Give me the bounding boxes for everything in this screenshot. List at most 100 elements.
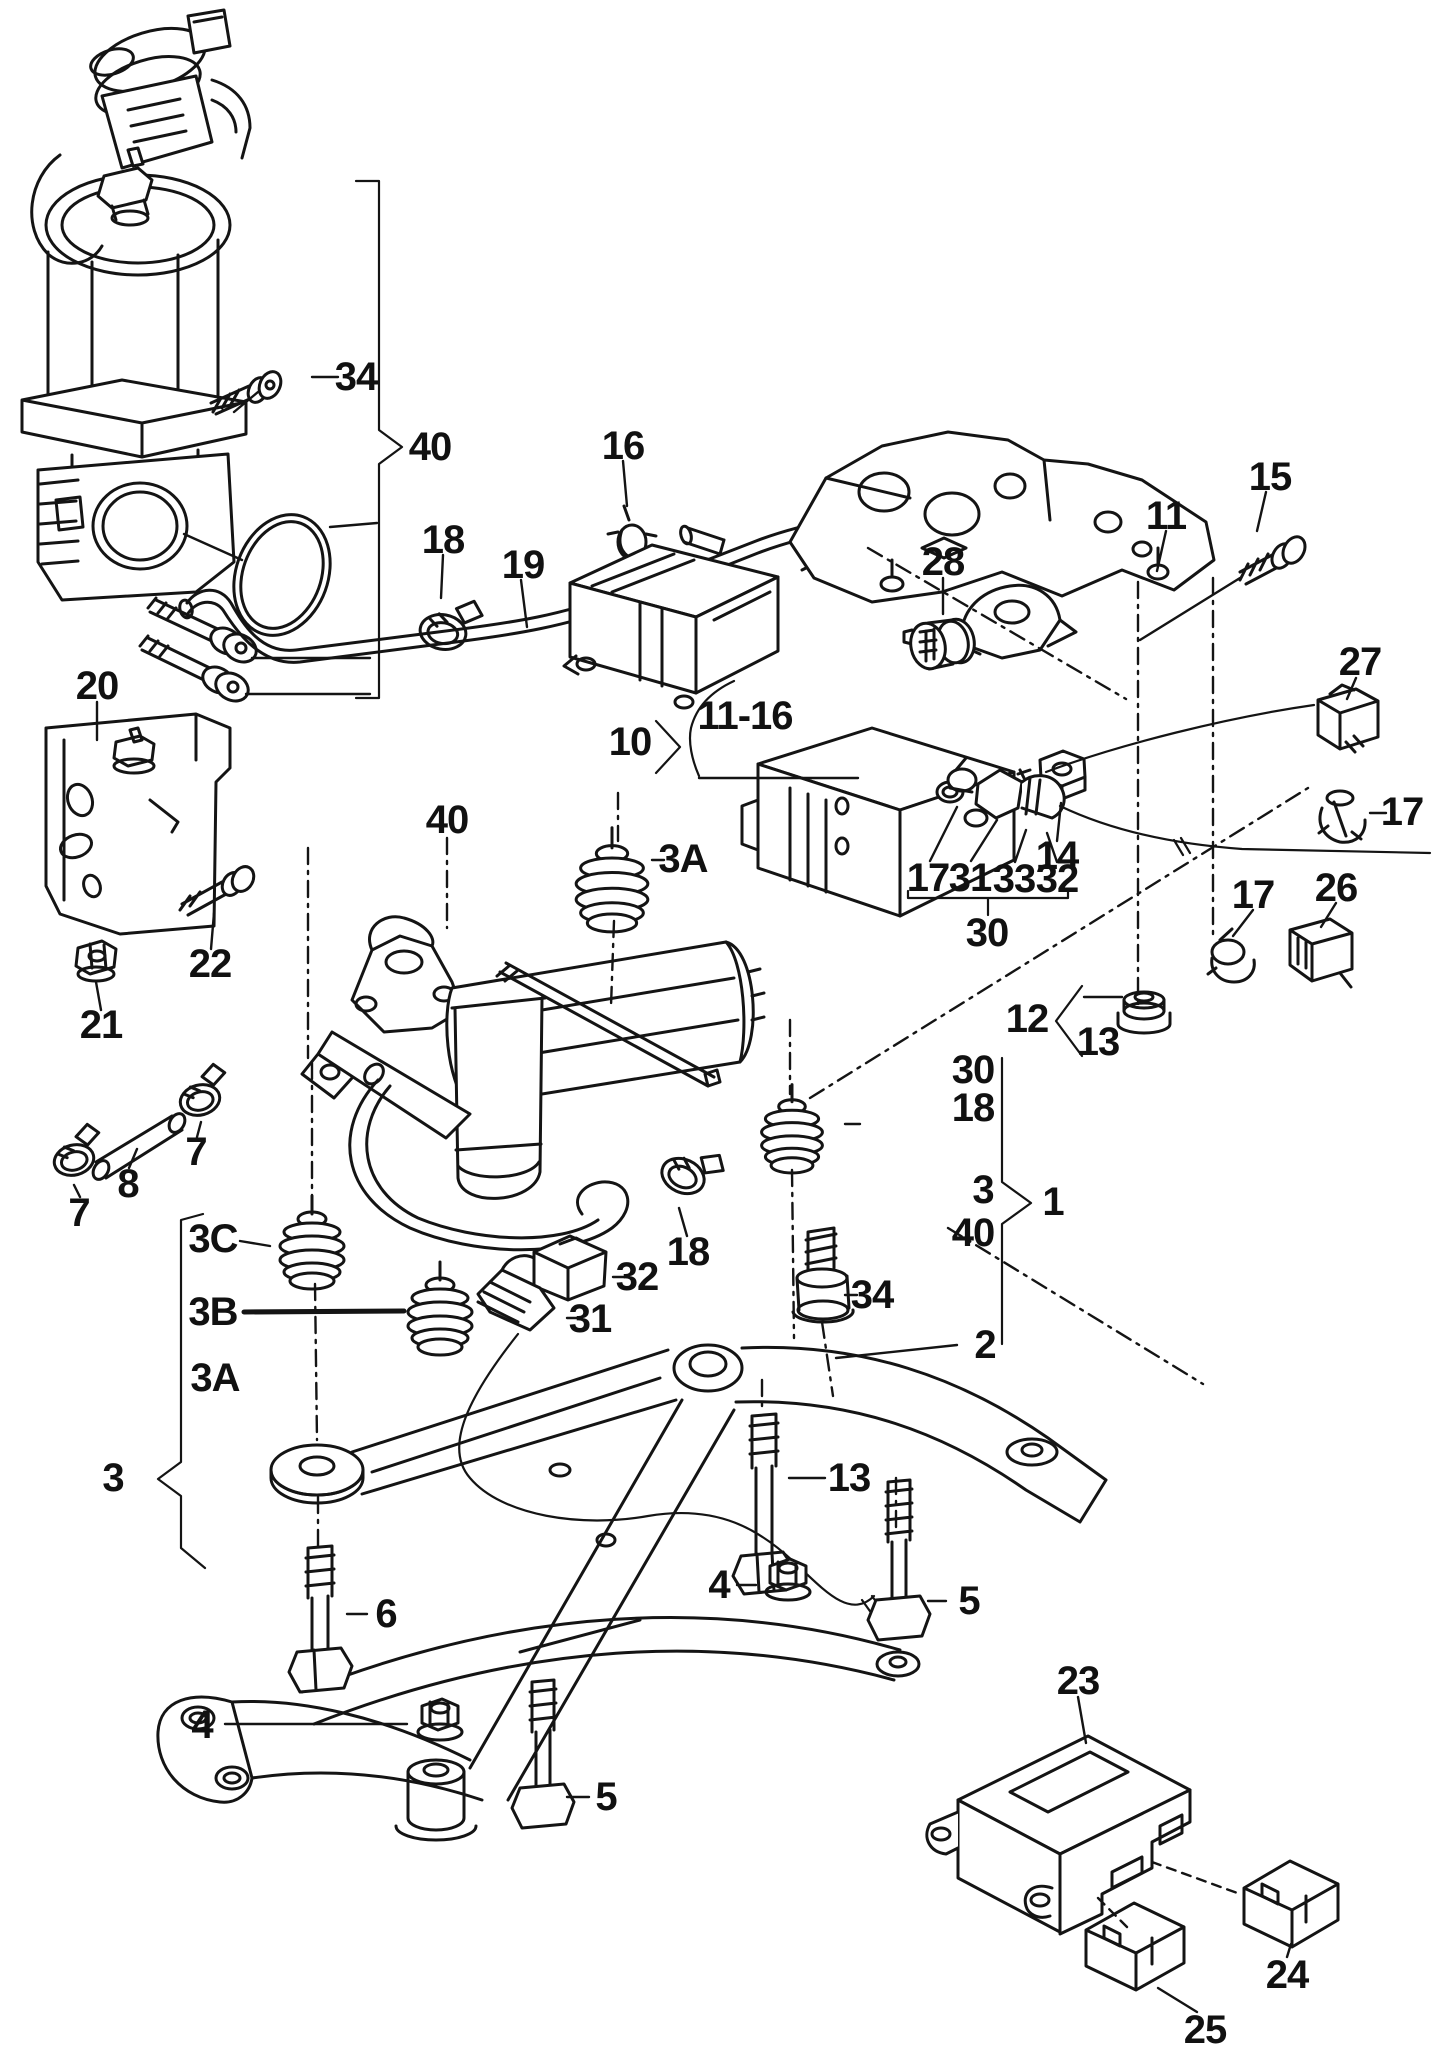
pipe-8	[91, 1112, 187, 1181]
mounting-bracket-20	[44, 712, 232, 936]
callout-40-group[interactable]: 40	[409, 425, 453, 469]
leader-lines	[72, 375, 1388, 2014]
brace-1-right	[1000, 1056, 1033, 1346]
harness-cable-to-connector-27	[1044, 703, 1316, 774]
callout-18-list[interactable]: 18	[952, 1086, 996, 1130]
hose-clamp-18-center	[654, 1134, 730, 1208]
callout-1[interactable]: 1	[1042, 1180, 1065, 1224]
connector-27	[1316, 683, 1380, 754]
callout-34-dryer[interactable]: 34	[335, 355, 380, 399]
callout-27[interactable]: 27	[1339, 640, 1383, 684]
brace-12	[1054, 984, 1084, 1058]
group-braces	[156, 179, 1084, 1570]
o-ring-seal	[232, 513, 332, 637]
nut-4-left	[416, 1697, 464, 1742]
pressure-sensor-harness-30	[946, 703, 1432, 857]
brace-11-16	[688, 679, 736, 778]
connector-24	[1242, 1859, 1340, 1949]
callout-2[interactable]: 2	[974, 1323, 996, 1367]
vent-nut	[96, 166, 154, 222]
callout-24[interactable]: 24	[1266, 1953, 1311, 1997]
tie-rod	[495, 961, 722, 1088]
connector-26	[1288, 917, 1354, 989]
cross-strut	[300, 1616, 902, 1726]
callout-21[interactable]: 21	[80, 1003, 124, 1047]
callout-40-list[interactable]: 40	[952, 1211, 996, 1255]
callout-26[interactable]: 26	[1315, 866, 1359, 910]
callout-18-left[interactable]: 18	[422, 518, 466, 562]
callout-3-group[interactable]: 3	[102, 1456, 124, 1500]
rubber-buffer-3a-front	[760, 1083, 824, 1175]
sensor-connector	[974, 768, 1024, 820]
callout-20[interactable]: 20	[76, 664, 120, 708]
callout-8[interactable]: 8	[117, 1162, 140, 1206]
callout-19[interactable]: 19	[502, 543, 546, 587]
callout-5-center[interactable]: 5	[958, 1579, 981, 1623]
callout-33-row[interactable]: 33	[993, 857, 1037, 901]
bushing-2	[672, 1343, 744, 1393]
callout-3a-rear[interactable]: 3A	[658, 837, 708, 881]
callout-12[interactable]: 12	[1006, 997, 1050, 1041]
callout-5-left[interactable]: 5	[595, 1775, 618, 1819]
callout-22[interactable]: 22	[189, 942, 233, 986]
callout-25[interactable]: 25	[1184, 2008, 1228, 2048]
callout-3-list[interactable]: 3	[972, 1168, 994, 1212]
clamp-7-left	[45, 1120, 110, 1182]
sensor-31-center	[458, 1254, 884, 1616]
callout-14[interactable]: 14	[1036, 834, 1081, 878]
clip-17-upper	[1317, 789, 1367, 844]
callout-11[interactable]: 11	[1146, 494, 1188, 538]
callout-18-center[interactable]: 18	[667, 1230, 711, 1274]
callout-40-compressor[interactable]: 40	[426, 798, 470, 842]
callout-31-row[interactable]: 31	[949, 856, 993, 900]
dryer-housing	[36, 452, 236, 602]
callout-17-row[interactable]: 17	[907, 856, 951, 900]
connector-25	[1084, 1901, 1186, 1992]
callout-4-left[interactable]: 4	[191, 1703, 215, 1747]
retaining-clip-16	[606, 504, 658, 572]
dryer-canister	[46, 238, 220, 398]
callout-30-group[interactable]: 30	[966, 911, 1010, 955]
screw-15	[1238, 535, 1307, 586]
callout-31-center[interactable]: 31	[569, 1297, 613, 1341]
callout-34-center[interactable]: 34	[851, 1273, 896, 1317]
bolt-5-left	[510, 1678, 576, 1830]
control-unit-23	[925, 1734, 1192, 1936]
callout-32-row[interactable]: 32	[1036, 857, 1080, 901]
callout-17-upper[interactable]: 17	[1381, 790, 1425, 834]
callout-layer: 34 40 16 15 11 18 19 28 27 20 10 11-16 1…	[68, 355, 1425, 2048]
callout-4-center[interactable]: 4	[708, 1563, 732, 1607]
callout-10[interactable]: 10	[609, 720, 653, 764]
bolt-6	[287, 1544, 354, 1694]
sensor-cable	[458, 1332, 884, 1616]
callout-3c[interactable]: 3C	[188, 1217, 238, 1261]
air-supply-unit	[20, 8, 252, 602]
callout-13-bolt[interactable]: 13	[828, 1456, 872, 1500]
callout-30-list[interactable]: 30	[952, 1048, 996, 1092]
callout-7-left[interactable]: 7	[68, 1191, 90, 1235]
bolt-5-center	[866, 1478, 932, 1642]
callout-23[interactable]: 23	[1057, 1659, 1101, 1703]
mounting-bracket-11	[788, 430, 1216, 604]
construction-lines	[306, 546, 1310, 1930]
pressure-sensor-31	[1020, 774, 1066, 820]
callout-7-right[interactable]: 7	[185, 1130, 207, 1174]
callout-3b[interactable]: 3B	[188, 1290, 238, 1334]
callout-11-16[interactable]: 11-16	[697, 694, 793, 738]
callout-15[interactable]: 15	[1249, 455, 1293, 499]
upper-arm	[350, 1348, 678, 1496]
dryer-mounting-screw-34	[209, 370, 283, 416]
callout-16[interactable]: 16	[602, 424, 646, 468]
callout-3a-list[interactable]: 3A	[190, 1356, 240, 1400]
clamp-7-right	[171, 1060, 236, 1122]
callout-28[interactable]: 28	[922, 540, 966, 584]
valve-unit	[740, 726, 1016, 918]
rubber-buffer-3a-rear	[574, 826, 650, 934]
nut-4-center	[764, 1557, 812, 1602]
callout-32-center[interactable]: 32	[616, 1255, 660, 1299]
callout-17-mid[interactable]: 17	[1232, 873, 1276, 917]
callout-13-grommet[interactable]: 13	[1077, 1020, 1121, 1064]
bolt-22	[178, 865, 256, 917]
callout-6[interactable]: 6	[375, 1592, 397, 1636]
